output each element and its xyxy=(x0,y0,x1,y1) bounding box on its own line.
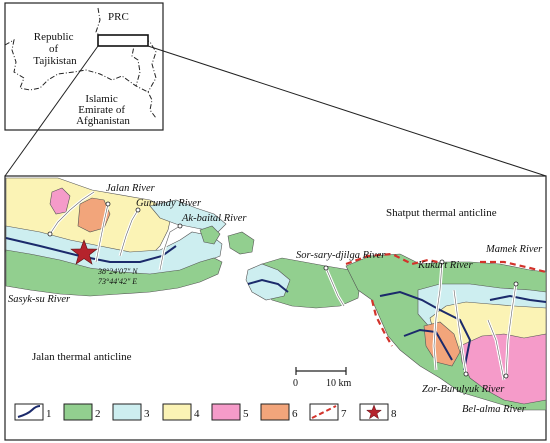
legend-number: 4 xyxy=(194,408,200,420)
red-dashed-line-east xyxy=(480,260,547,274)
boundary-line-central xyxy=(247,278,289,293)
river-mouth-marker xyxy=(503,373,509,379)
legend-swatch xyxy=(162,403,192,421)
label-latitude: 38°24′07″ N xyxy=(97,267,138,276)
unit-green-island-1 xyxy=(199,225,221,245)
legend-number: 2 xyxy=(95,408,101,420)
legend-item-6: 6 xyxy=(260,403,298,421)
inset-border-south xyxy=(4,39,157,119)
inset-map: Republic of Tajikistan PRC Islamic Emira… xyxy=(4,2,164,131)
river-mouth-marker xyxy=(135,207,141,213)
legend-number: 1 xyxy=(46,408,52,420)
legend-swatch xyxy=(63,403,93,421)
river-mouth-marker xyxy=(47,231,53,237)
inset-frame xyxy=(4,2,164,131)
river-mouth-marker xyxy=(439,259,445,265)
label-longitude: 73°44′42″ E xyxy=(98,277,137,286)
river-mouth-marker xyxy=(513,281,519,287)
legend: 1 2 3 4 5 6 7 8 xyxy=(14,403,397,421)
river-mouth-marker xyxy=(105,201,111,207)
scale-bar: 0 10 km xyxy=(293,367,352,389)
unit-blue-west-north xyxy=(149,199,227,233)
connector-line-left xyxy=(4,45,99,177)
legend-number: 6 xyxy=(292,408,298,420)
label-gurumdy-river: Gurumdy River xyxy=(136,198,202,209)
inset-study-area-box xyxy=(97,34,149,47)
scale-label-start: 0 xyxy=(293,378,298,389)
label-zorburulyuk-river: Zor-Burulyuk River xyxy=(422,384,505,395)
boundary-line-east-1 xyxy=(379,290,472,371)
unit-orange-west xyxy=(77,197,111,233)
legend-item-5: 5 xyxy=(211,403,249,421)
connector-line-right xyxy=(147,45,547,177)
legend-item-1: 1 xyxy=(14,403,52,421)
label-prc: PRC xyxy=(108,11,129,23)
legend-swatch xyxy=(260,403,290,421)
label-kukurt-river: Kukurt River xyxy=(417,260,473,271)
legend-item-3: 3 xyxy=(112,403,150,421)
label-shatput-anticline: Shatput thermal anticline xyxy=(386,207,497,219)
river-mouth-marker xyxy=(177,223,183,229)
label-sasyksu-river: Sasyk-su River xyxy=(8,294,71,305)
legend-item-8: 8 xyxy=(359,403,397,421)
label-tajikistan: Republic of Tajikistan xyxy=(33,31,77,67)
legend-item-7: 7 xyxy=(309,403,347,421)
legend-number: 3 xyxy=(144,408,150,420)
label-akbaital-river: Ak-baital River xyxy=(181,213,247,224)
legend-number: 5 xyxy=(243,408,249,420)
legend-symbol-dashed xyxy=(311,405,337,419)
label-jalan-anticline: Jalan thermal anticline xyxy=(32,351,132,363)
river-mouth-marker xyxy=(463,371,469,377)
hot-spring-star-marker xyxy=(70,239,98,265)
label-afghanistan: Islamic Emirate of Afghanistan xyxy=(76,93,130,127)
label-belalma-river: Bel-alma River xyxy=(462,404,527,415)
red-dashed-line-south xyxy=(370,299,393,347)
unit-green-island-2 xyxy=(227,231,255,255)
legend-number: 7 xyxy=(341,408,347,420)
legend-item-2: 2 xyxy=(63,403,101,421)
label-mamek-river: Mamek River xyxy=(485,244,543,255)
unit-green-west xyxy=(5,249,223,297)
river-mouth-marker xyxy=(323,265,329,271)
legend-number: 8 xyxy=(391,408,397,420)
boundary-line-east-3 xyxy=(489,294,547,303)
label-jalan-river: Jalan River xyxy=(106,183,156,194)
legend-symbol-star xyxy=(365,404,383,420)
main-map: Jalan River Gurumdy River Ak-baital Rive… xyxy=(4,175,547,441)
label-sorsary-river: Sor-sary-djilga River xyxy=(296,250,386,261)
scale-label-end: 10 km xyxy=(326,378,352,389)
legend-swatch xyxy=(211,403,241,421)
unit-green-central xyxy=(261,257,361,309)
legend-item-4: 4 xyxy=(162,403,200,421)
legend-symbol-line xyxy=(17,405,41,418)
legend-swatch xyxy=(112,403,142,421)
